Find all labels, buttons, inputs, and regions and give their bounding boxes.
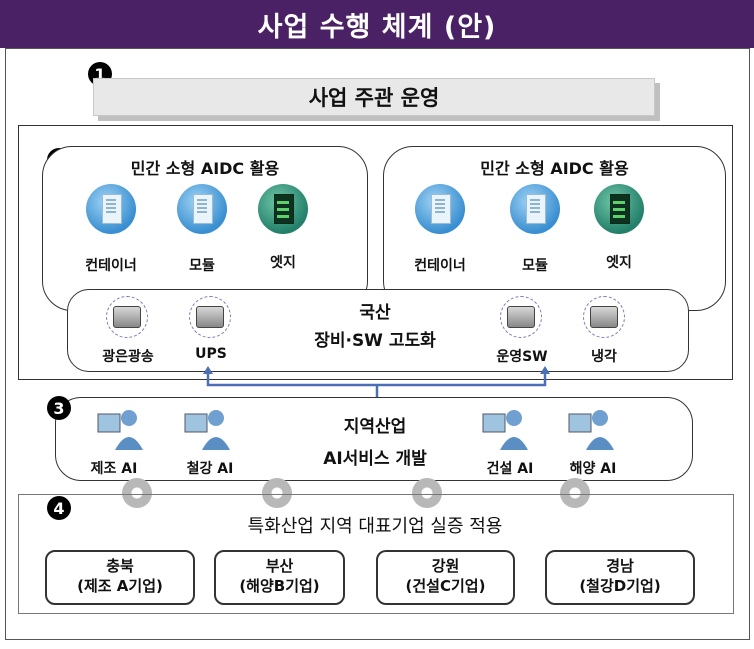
device-label: 광은광송 <box>102 349 154 365</box>
region-box: 경남 (철강D기업) <box>545 550 695 605</box>
gear-icon <box>122 478 152 508</box>
service-label: 해양 AI <box>569 461 617 477</box>
device-label: 운영SW <box>496 349 548 365</box>
diagram-frame <box>5 48 750 640</box>
aidc-cloud-title: 민간 소형 AIDC 활용 <box>480 159 629 178</box>
service-label: 제조 AI <box>90 461 138 477</box>
region-name: 충북 <box>106 557 134 575</box>
edge-label: 엣지 <box>606 255 632 271</box>
demonstration-section <box>18 494 734 614</box>
domestic-subtitle: 장비·SW 고도화 <box>314 331 436 351</box>
aidc-cloud-title: 민간 소형 AIDC 활용 <box>130 159 280 178</box>
person-computer-icon <box>184 410 230 450</box>
service-label: 건설 AI <box>486 461 534 477</box>
edge-server-icon <box>594 184 644 234</box>
module-building-icon <box>177 184 227 234</box>
gear-icon <box>412 478 442 508</box>
step-number-3: 3 <box>47 396 71 420</box>
container-building-icon <box>415 184 465 234</box>
gear-icon <box>262 478 292 508</box>
region-company: (건설C기업) <box>405 577 486 595</box>
operation-banner: 사업 주관 운영 <box>93 78 655 116</box>
container-label: 컨테이너 <box>414 258 466 274</box>
region-box: 강원 (건설C기업) <box>376 550 515 605</box>
region-name: 부산 <box>265 557 294 575</box>
device-icon <box>189 296 231 338</box>
page-header: 사업 수행 체계 (안) <box>0 0 754 48</box>
region-name: 경남 <box>606 557 634 575</box>
container-label: 컨테이너 <box>85 258 137 274</box>
container-building-icon <box>86 184 136 234</box>
device-icon <box>500 296 542 338</box>
region-company: (제조 A기업) <box>77 577 163 595</box>
page-title: 사업 수행 체계 (안) <box>257 11 497 43</box>
ai-service-title: 지역산업 <box>343 417 407 437</box>
region-company: (철강D기업) <box>579 577 661 595</box>
edge-label: 엣지 <box>270 255 296 271</box>
device-icon <box>583 296 625 338</box>
person-computer-icon <box>568 410 614 450</box>
demonstration-title: 특화산업 지역 대표기업 실증 적용 <box>247 516 503 537</box>
domestic-title: 국산 <box>359 303 391 323</box>
person-computer-icon <box>97 410 143 450</box>
step-number-4: 4 <box>47 496 71 520</box>
person-computer-icon <box>482 410 528 450</box>
ai-service-section <box>55 397 693 481</box>
service-label: 철강 AI <box>186 461 234 477</box>
gear-icon <box>560 478 590 508</box>
device-label: 냉각 <box>591 349 617 365</box>
region-company: (해양B기업) <box>239 577 320 595</box>
region-name: 강원 <box>431 557 460 575</box>
module-building-icon <box>510 184 560 234</box>
module-label: 모듈 <box>522 258 548 274</box>
domestic-equipment-box <box>67 289 689 372</box>
device-icon <box>106 296 148 338</box>
region-box: 충북 (제조 A기업) <box>45 550 195 605</box>
edge-server-icon <box>258 184 308 234</box>
device-label: UPS <box>195 346 227 362</box>
region-box: 부산 (해양B기업) <box>214 550 345 605</box>
operation-title: 사업 주관 운영 <box>308 86 440 110</box>
ai-service-subtitle: AI서비스 개발 <box>323 449 427 469</box>
module-label: 모듈 <box>189 258 215 274</box>
